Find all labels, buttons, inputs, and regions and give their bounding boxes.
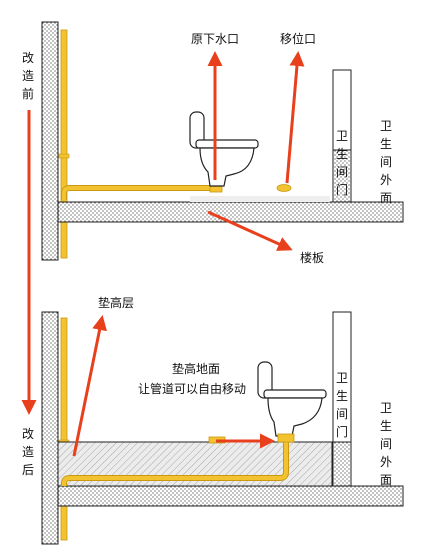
after-char-3: 后 — [22, 463, 34, 477]
before-section — [41, 21, 404, 261]
svg-text:生: 生 — [380, 419, 392, 433]
raised-floor-label-line1: 垫高地面 — [172, 361, 220, 376]
svg-text:卫: 卫 — [380, 401, 392, 415]
svg-text:卫: 卫 — [336, 129, 348, 143]
svg-text:间: 间 — [336, 407, 348, 421]
svg-text:间: 间 — [380, 437, 392, 451]
relocated-drain-label: 移位口 — [280, 31, 316, 46]
riser-pipe-bottom — [60, 317, 68, 541]
after-char-1: 改 — [22, 427, 34, 441]
svg-text:间: 间 — [380, 155, 392, 169]
svg-text:面: 面 — [380, 191, 392, 205]
floor-slab-label: 楼板 — [300, 250, 324, 265]
arrow-raised-layer — [72, 315, 107, 457]
toilet-bottom — [257, 361, 327, 437]
svg-text:卫: 卫 — [380, 119, 392, 133]
svg-text:外: 外 — [380, 173, 392, 187]
raised-floor-label-line2: 让管道可以自由移动 — [138, 381, 246, 396]
left-wall-bottom — [41, 311, 59, 545]
svg-text:面: 面 — [380, 473, 392, 487]
svg-text:生: 生 — [336, 389, 348, 403]
svg-text:外: 外 — [380, 455, 392, 469]
before-char-3: 前 — [22, 86, 34, 101]
outside-label-top: 卫 生 间 外 面 — [380, 119, 392, 205]
door-label-top: 卫 生 间 门 — [336, 129, 348, 197]
before-vertical-label: 改 造 前 — [22, 51, 34, 101]
after-char-2: 造 — [22, 445, 34, 459]
outside-label-bottom: 卫 生 间 外 面 — [380, 401, 392, 487]
before-char-1: 改 — [22, 51, 34, 65]
floor-slab-bottom — [57, 485, 404, 507]
floor-slab-top — [57, 201, 404, 223]
svg-text:间: 间 — [336, 165, 348, 179]
door-label-bottom: 卫 生 间 门 — [336, 371, 348, 439]
toilet-top — [189, 111, 259, 187]
raised-layer-label: 垫高层 — [98, 295, 134, 310]
svg-text:卫: 卫 — [336, 371, 348, 385]
after-section — [41, 311, 404, 545]
before-char-2: 造 — [22, 69, 34, 83]
svg-text:门: 门 — [336, 424, 348, 439]
original-drain-label: 原下水口 — [191, 32, 239, 46]
svg-text:生: 生 — [380, 137, 392, 151]
svg-text:门: 门 — [336, 182, 348, 197]
svg-text:生: 生 — [336, 147, 348, 161]
relocated-drain-spot — [276, 184, 292, 192]
after-vertical-label: 改 造 后 — [22, 427, 34, 477]
riser-pipe-top — [60, 29, 68, 259]
left-wall-top — [41, 21, 59, 261]
arrow-floor-slab — [207, 210, 293, 251]
pipe-clamp-top-1 — [58, 153, 70, 159]
arrow-relocated-drain — [285, 51, 305, 184]
